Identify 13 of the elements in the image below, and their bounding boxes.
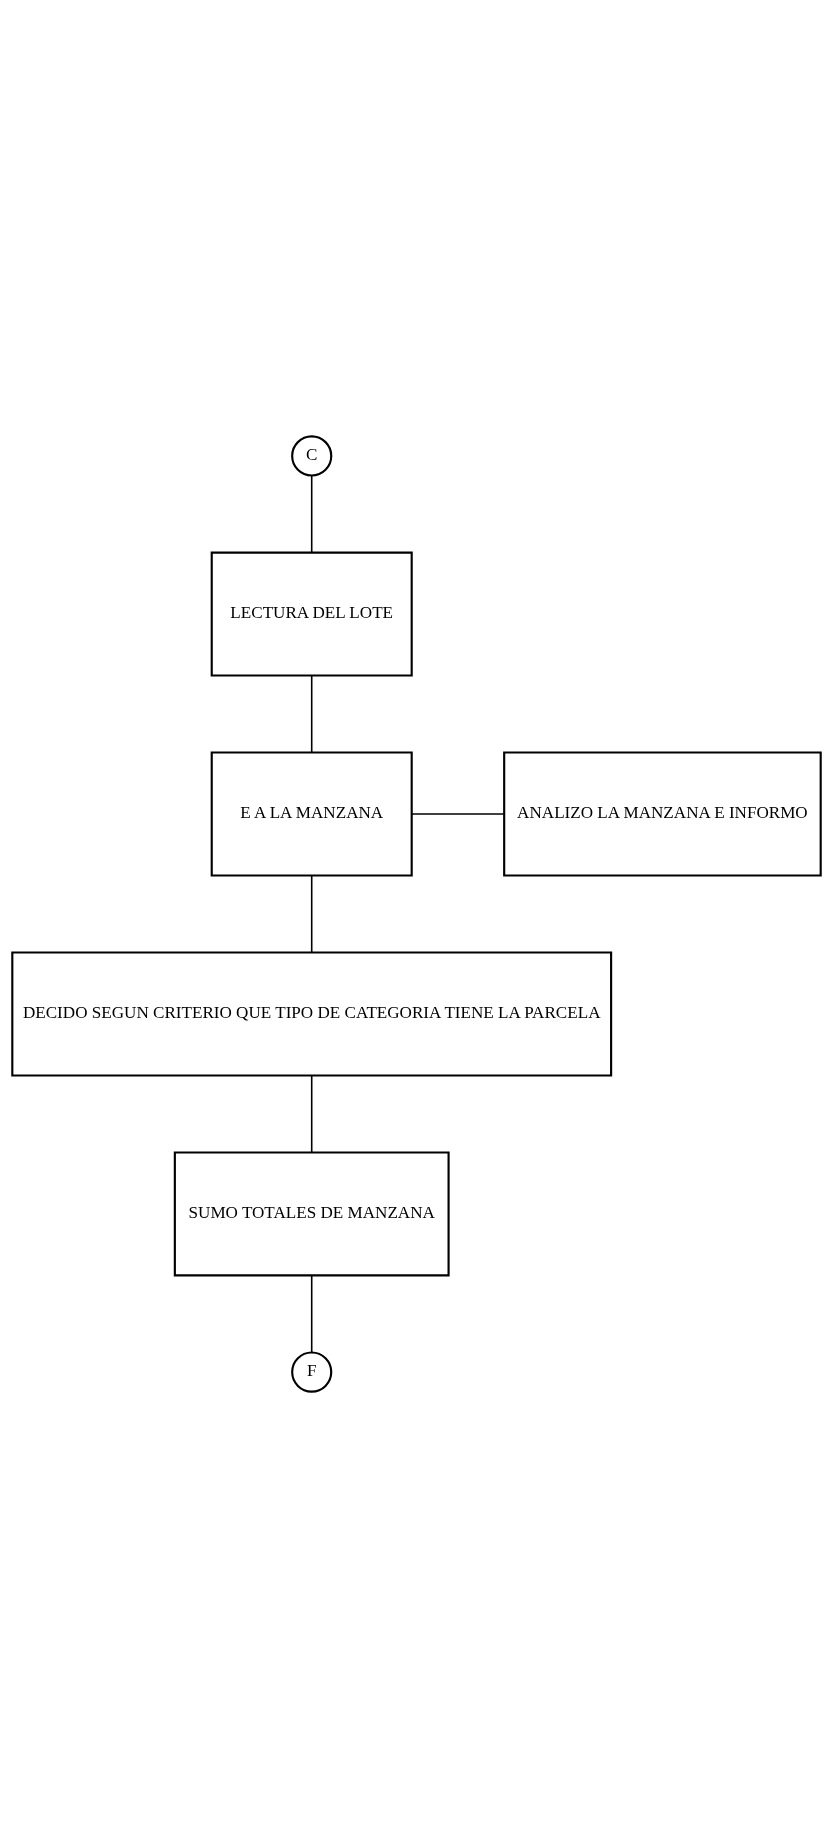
node-box: E A LA MANZANA [210, 750, 413, 877]
node-circle: F [291, 1350, 333, 1393]
node-box: LECTURA DEL LOTE [210, 551, 413, 677]
node-box: DECIDO SEGUN CRITERIO QUE TIPO DE CATEGORIA TIENE LA PARCELA [11, 950, 613, 1077]
connector [310, 1074, 313, 1153]
connector [410, 812, 505, 815]
node-box: ANALIZO LA MANZANA E INFORMO [503, 750, 822, 877]
connector [310, 1274, 313, 1353]
node-box: SUMO TOTALES DE MANZANA [173, 1150, 450, 1276]
connector [310, 874, 313, 953]
connector [310, 474, 313, 553]
node-circle: C [291, 434, 333, 477]
connector [310, 674, 313, 753]
